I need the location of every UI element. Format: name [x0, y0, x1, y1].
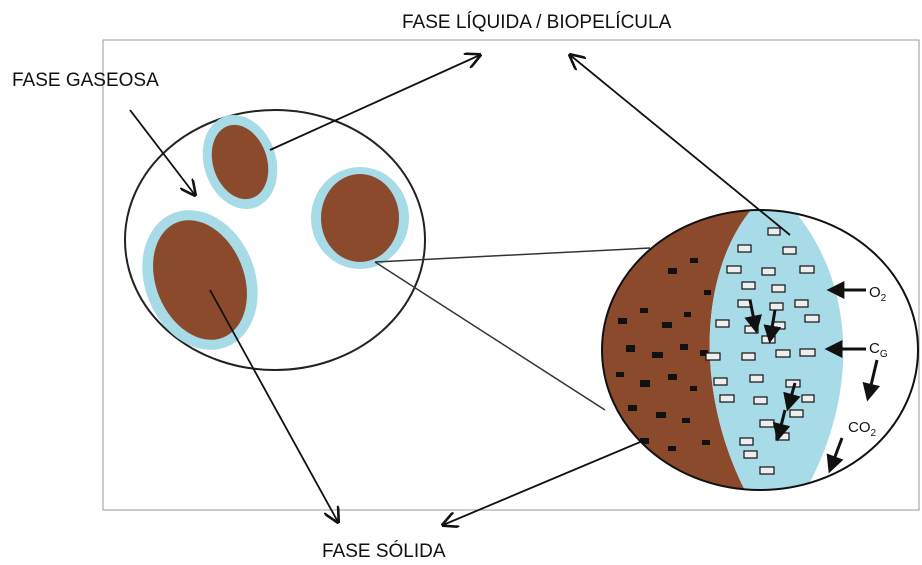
gas-phase-label: FASE GASEOSA — [12, 70, 159, 91]
solid-particle — [321, 174, 399, 262]
liquid-phase-label: FASE LÍQUIDA / BIOPELÍCULA — [402, 12, 672, 33]
solid-phase-label: FASE SÓLIDA — [322, 540, 446, 562]
